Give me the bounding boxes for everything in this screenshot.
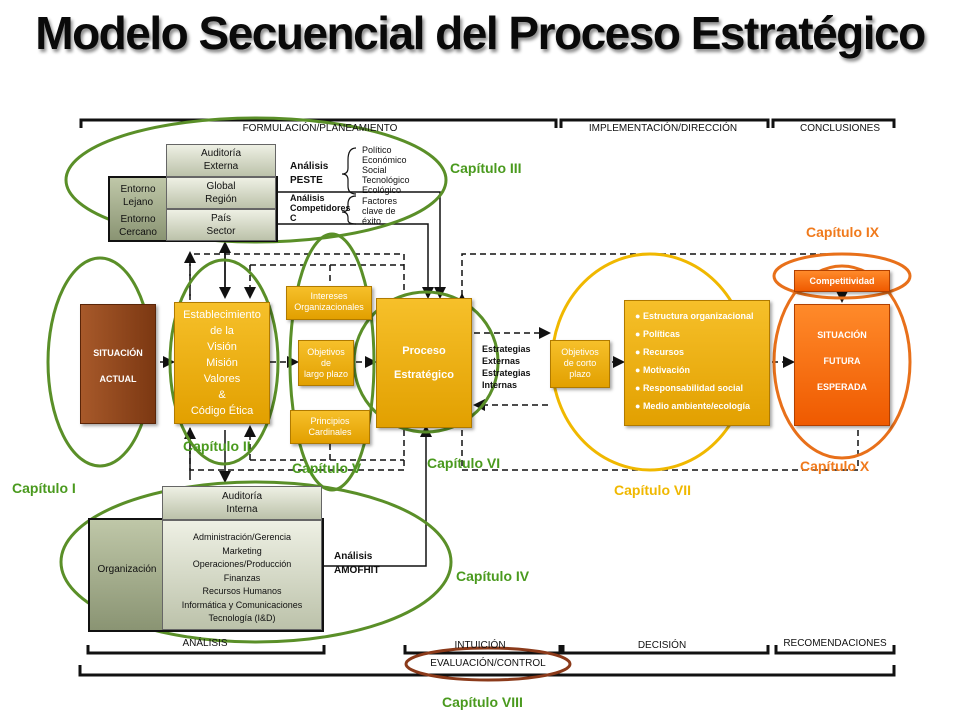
implementacion-item: ● Motivación <box>635 365 690 375</box>
pais-sector: País Sector <box>166 209 276 241</box>
estrategias: Estrategias Externas Estrategias Interna… <box>482 344 531 390</box>
global-region: Global Región <box>166 177 276 209</box>
implementacion-item: ● Estructura organizacional <box>635 311 754 321</box>
principios-cardinales: Principios Cardinales <box>290 410 370 444</box>
chapter-label-i: Capítulo I <box>12 480 76 496</box>
objetivos-corto-plazo: Objetivos de corto plazo <box>550 340 610 388</box>
footer-intuicion: INTUICIÓN <box>454 640 506 651</box>
chapter-label-ii: Capítulo II <box>183 438 251 454</box>
footer-evaluacion: EVALUACIÓN/CONTROL <box>430 658 546 669</box>
areas-funcionales: Administración/Gerencia Marketing Operac… <box>162 520 322 630</box>
entorno-lejano: Entorno Lejano <box>120 184 156 208</box>
auditoria-interna: Auditoría Interna <box>162 486 322 520</box>
competitividad: Competitividad <box>794 270 890 292</box>
establecimiento-vision: Establecimiento de la Visión Misión Valo… <box>174 302 270 424</box>
footer-recomendaciones: RECOMENDACIONES <box>783 638 887 649</box>
factores-clave: Factores clave de éxito <box>362 196 398 226</box>
chapter-label-vi: Capítulo VI <box>427 455 501 471</box>
header-formulacion: FORMULACIÓN/PLANEAMIENTO <box>242 123 398 134</box>
chapter-label-iii: Capítulo III <box>450 160 522 176</box>
analisis-amofhit: Análisis AMOFHIT <box>334 551 380 576</box>
situacion-actual: SITUACIÓN ACTUAL <box>80 304 156 424</box>
situacion-futura: SITUACIÓN FUTURA ESPERADA <box>794 304 890 426</box>
chapter-label-vii: Capítulo VII <box>614 482 691 498</box>
chapter-label-ix: Capítulo IX <box>806 224 880 240</box>
chapter-label-v: Capítulo V <box>292 460 362 476</box>
footer-analisis: ANÁLISIS <box>182 638 228 649</box>
chapter-label-iv: Capítulo IV <box>456 568 530 584</box>
organizacion-label: Organización <box>97 564 157 575</box>
chapter-label-viii: Capítulo VIII <box>442 694 523 710</box>
auditoria-externa: Auditoría Externa <box>166 144 276 177</box>
header-implementacion: IMPLEMENTACIÓN/DIRECCIÓN <box>588 123 738 134</box>
implementacion-item: ● Recursos <box>635 347 684 357</box>
implementacion-item: ● Políticas <box>635 329 680 339</box>
footer-decision: DECISIÓN <box>637 640 687 651</box>
implementacion-item: ● Responsabilidad social <box>635 383 743 393</box>
proceso-estrategico: Proceso Estratégico <box>376 298 472 428</box>
objetivos-largo-plazo: Objetivos de largo plazo <box>298 340 354 386</box>
implementacion-list: ● Estructura organizacional ● Políticas … <box>624 300 770 426</box>
analisis-competidores: Análisis Competidores C <box>290 193 351 223</box>
implementacion-item: ● Medio ambiente/ecología <box>635 401 750 411</box>
page-title: Modelo Secuencial del Proceso Estratégic… <box>35 7 926 59</box>
entorno-cercano: Entorno Cercano <box>119 214 157 238</box>
header-conclusiones: CONCLUSIONES <box>799 123 880 134</box>
intereses-organizacionales: Intereses Organizacionales <box>286 286 372 320</box>
chapter-label-x: Capítulo X <box>800 458 870 474</box>
peste-items: Político Económico Social Tecnológico Ec… <box>362 145 410 195</box>
analisis-peste: Análisis PESTE <box>290 161 329 186</box>
